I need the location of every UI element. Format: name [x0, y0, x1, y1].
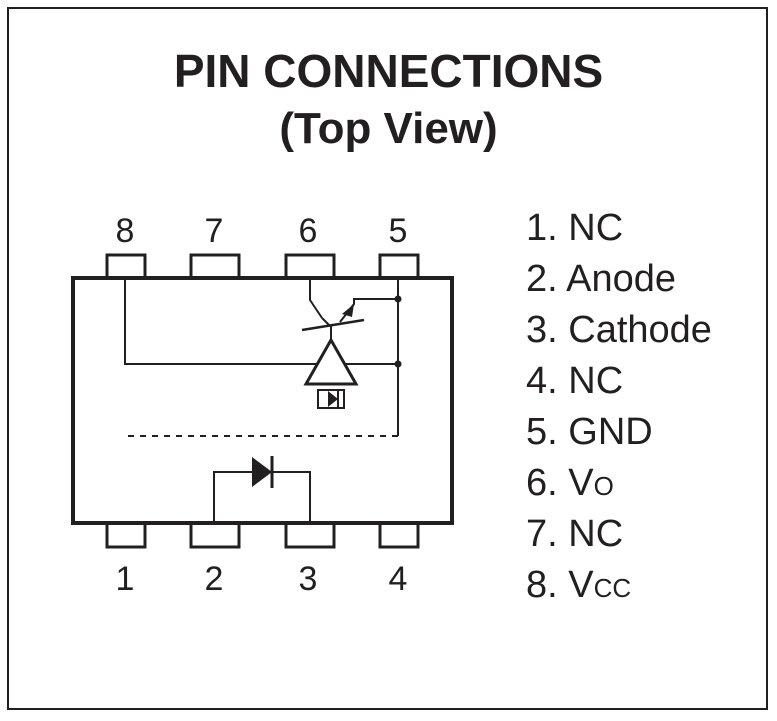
vcc-junction-dot	[394, 360, 402, 368]
diagram-frame	[7, 7, 768, 710]
legend-item-5: 5. GND	[526, 411, 653, 453]
led-diode-symbol	[213, 456, 311, 522]
legend-item-6: 6. VO	[526, 462, 614, 504]
vcc-wire	[124, 278, 398, 365]
photodiode-symbol	[317, 389, 345, 409]
pin-label-7: 7	[205, 212, 224, 250]
legend-subscript-8: CC	[593, 573, 632, 603]
pin-tab-5	[378, 253, 420, 281]
output-transistor-symbol	[301, 278, 398, 332]
legend-item-2: 2. Anode	[526, 258, 677, 300]
legend-item-3: 3. Cathode	[526, 309, 712, 351]
pin-tab-7	[189, 253, 241, 281]
pin-label-1: 1	[116, 560, 135, 598]
page-title: PIN CONNECTIONS	[173, 45, 604, 97]
pin-label-3: 3	[299, 560, 318, 598]
legend-item-8: 8. VCC	[526, 564, 632, 606]
package-body	[71, 276, 454, 525]
legend-item-7: 7. NC	[526, 513, 624, 555]
pin-tab-8	[105, 253, 147, 281]
legend-item-4: 4. NC	[526, 360, 624, 402]
pin-label-6: 6	[299, 212, 318, 250]
amplifier-symbol	[303, 326, 359, 386]
pin-tab-3	[284, 520, 336, 549]
pin-tab-1	[105, 520, 147, 549]
pin-tab-4	[378, 520, 420, 549]
legend-subscript-6: O	[593, 471, 614, 501]
pin-tab-6	[284, 253, 336, 281]
legend-item-1: 1. NC	[526, 207, 624, 249]
pin-label-5: 5	[389, 212, 408, 250]
pin-tab-2	[189, 520, 241, 549]
page-subtitle: (Top View)	[279, 104, 498, 153]
pin-label-4: 4	[389, 560, 408, 598]
pin-label-8: 8	[116, 212, 135, 250]
pin-label-2: 2	[205, 560, 224, 598]
pin-legend: 1. NC 2. Anode 3. Cathode 4. NC 5. GND 6…	[526, 203, 712, 611]
